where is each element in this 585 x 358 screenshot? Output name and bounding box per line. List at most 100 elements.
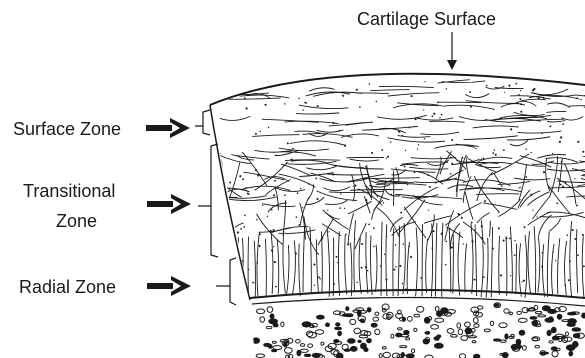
dot — [414, 171, 416, 173]
dot — [526, 148, 527, 149]
fiber — [581, 178, 585, 193]
radial-fiber — [565, 241, 567, 295]
bone-pebble — [288, 354, 293, 358]
radial-fiber — [271, 231, 273, 294]
bone-pebble — [392, 353, 400, 358]
surface-zone-bracket — [195, 110, 210, 135]
radial-fiber — [481, 220, 483, 297]
fiber — [477, 172, 493, 201]
dot — [520, 187, 521, 188]
dot — [273, 229, 275, 231]
bone-pebble — [402, 317, 405, 321]
dot — [536, 216, 537, 217]
dot — [255, 133, 257, 135]
dot — [284, 194, 286, 196]
fiber — [510, 140, 528, 146]
fiber — [275, 187, 279, 210]
dot — [381, 149, 383, 151]
bone-pebble — [391, 334, 394, 338]
dot — [315, 177, 317, 179]
dot — [271, 250, 273, 252]
dot — [417, 149, 418, 150]
radial-fiber — [299, 244, 300, 297]
bone-pebble — [375, 312, 379, 315]
dot — [273, 246, 274, 247]
fiber — [256, 214, 282, 245]
dot — [268, 127, 269, 128]
dot — [452, 243, 453, 244]
dot — [492, 152, 494, 154]
dot — [252, 282, 254, 284]
bone-pebble — [474, 324, 479, 327]
bone-pebble — [284, 348, 292, 354]
dot — [403, 243, 405, 245]
bone-pebble — [457, 323, 461, 328]
fiber — [299, 105, 349, 109]
radial-fiber — [525, 235, 527, 298]
surface-pointer-arrowhead — [447, 60, 457, 70]
dot — [541, 266, 543, 268]
fiber — [220, 116, 251, 120]
dot — [574, 238, 576, 240]
bone-pebble — [260, 317, 265, 323]
fiber — [281, 164, 310, 175]
bone-pebble — [387, 312, 393, 318]
radial-fiber — [547, 232, 549, 297]
dot — [541, 133, 542, 134]
dot — [308, 183, 310, 185]
dot — [520, 111, 522, 113]
dot — [385, 278, 387, 280]
bone-pebble — [354, 328, 361, 334]
dot — [267, 216, 268, 217]
dot — [569, 260, 571, 262]
radial-fiber — [415, 228, 417, 298]
bone-pebble — [504, 309, 509, 313]
fiber — [549, 218, 560, 231]
dot — [483, 276, 485, 278]
bone-pebble — [552, 351, 558, 357]
dot — [366, 202, 368, 204]
radial-fiber — [303, 227, 305, 293]
bone-pebble — [321, 342, 324, 345]
bone-pebble — [435, 307, 439, 312]
bone-pebble — [519, 330, 525, 335]
dot — [344, 145, 346, 147]
dot — [365, 199, 367, 201]
dot — [323, 135, 324, 136]
fiber — [318, 218, 334, 245]
radial-fiber — [475, 224, 477, 296]
dot — [337, 262, 338, 263]
fiber — [400, 164, 418, 165]
bone-pebble — [308, 344, 313, 347]
fiber — [229, 98, 281, 99]
dot — [328, 231, 329, 232]
dot — [237, 231, 239, 233]
dot — [561, 161, 563, 163]
bone-pebble — [458, 329, 463, 335]
fiber — [387, 138, 445, 142]
dot — [292, 148, 293, 149]
bone-pebble — [284, 342, 287, 347]
radial-zone-bracket — [216, 258, 236, 305]
dot — [405, 150, 406, 151]
radial-fiber — [376, 245, 378, 292]
radial-fiber — [366, 232, 368, 294]
dot — [439, 117, 440, 118]
fiber — [442, 105, 494, 109]
fiber — [363, 178, 420, 179]
dot — [395, 266, 396, 267]
radial-fiber — [534, 226, 536, 293]
dot — [515, 83, 517, 85]
dot — [317, 105, 319, 107]
dot — [524, 226, 526, 228]
bone-pebble — [547, 330, 551, 335]
dot — [333, 283, 335, 285]
radial-fiber — [370, 235, 372, 295]
dot — [552, 251, 553, 252]
bone-pebble — [499, 323, 507, 328]
dot — [260, 131, 261, 132]
dot — [569, 80, 570, 81]
radial-fiber — [286, 245, 289, 296]
fiber — [341, 134, 379, 137]
dot — [451, 139, 453, 141]
